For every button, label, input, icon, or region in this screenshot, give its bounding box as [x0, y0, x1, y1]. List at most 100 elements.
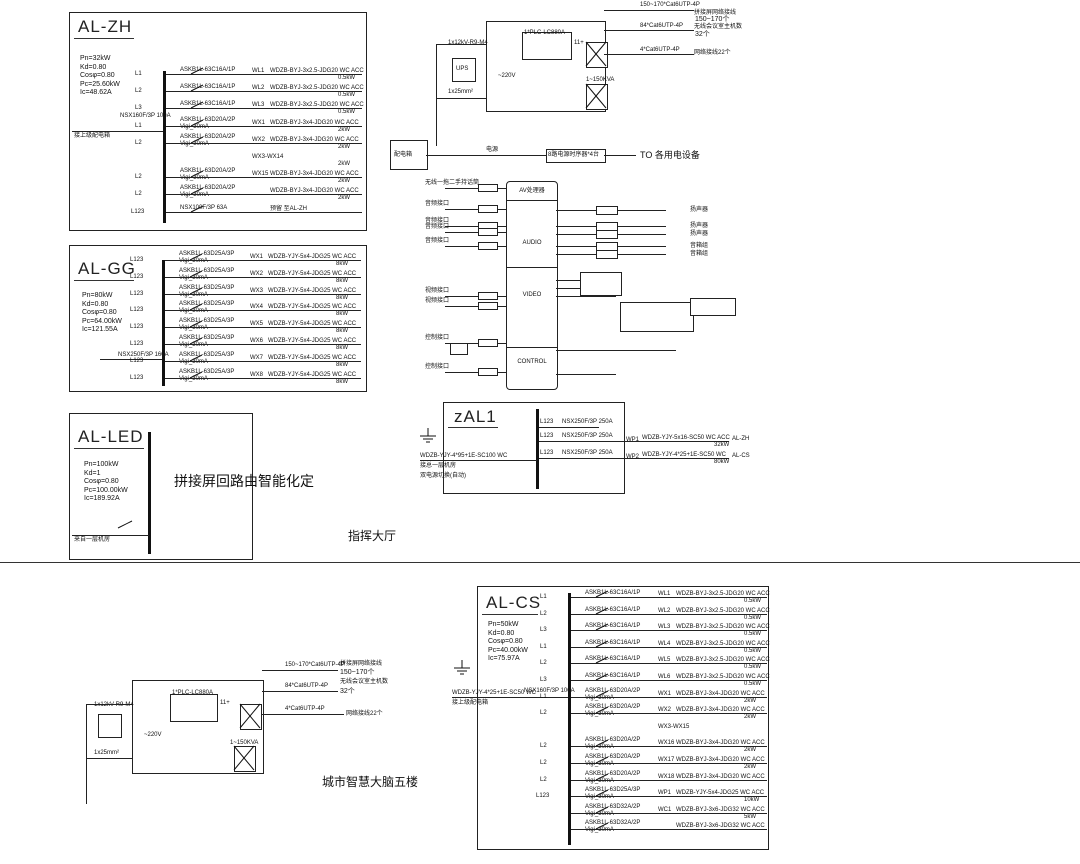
rcd-label: Vigi_30mA [585, 761, 614, 767]
phase-label: L2 [135, 174, 142, 181]
breaker-symbol [595, 607, 609, 615]
title-underline [74, 448, 144, 449]
circuit-line [571, 630, 767, 632]
incoming-note: 双电源切换(自动) [420, 473, 466, 479]
breaker-label: ASKB1L-63D20A/2P [585, 770, 641, 777]
av-input-label: 视频接口 [425, 298, 450, 304]
breaker-label: ASKB1L-63C16A/1P [585, 673, 641, 679]
load-label: 8kW [336, 345, 348, 351]
rcd-label: Vigi_30mA [179, 291, 208, 298]
cable-label: WDZB-BYJ-3x4-JDG20 WC ACC [270, 119, 359, 126]
circuit-id: WP1 [626, 437, 640, 443]
floor-label: 城市智慧大脑五楼 [322, 775, 419, 789]
phase-label: L123 [130, 357, 144, 364]
phase-label: L1 [135, 122, 142, 129]
av-input-label: 控制接口 [425, 364, 450, 370]
load-label: 0.5kW [744, 614, 762, 621]
load-label: 8kW [336, 277, 348, 284]
feed-line [436, 44, 437, 146]
param-line: Kd=0.80 [80, 63, 107, 71]
ups-box [98, 714, 122, 738]
circuit-line [165, 260, 361, 261]
rack-divider [507, 267, 557, 268]
cable-label: WDZB-BYJ-3x2.5-JDG20 WC ACC [270, 68, 364, 74]
phase-label: L1 [540, 693, 547, 700]
breaker-symbol [189, 337, 203, 345]
breaker-label: ASKB1L-63D20A/2P [585, 754, 641, 760]
av-video-line [556, 296, 616, 297]
rcd-label: Vigi_30mA [585, 744, 614, 751]
breaker-label: ASKB1L-63D20A/2P [180, 116, 236, 123]
incoming-cable: WDZB-YJY-4*25+1E-SC50 WC [452, 690, 536, 696]
circuit-line [166, 177, 362, 179]
panel-title: AL-LED [78, 427, 144, 446]
av-input-device [478, 339, 498, 347]
circuit-id: WX15 [252, 171, 269, 178]
circuit-id: WX1 [658, 690, 672, 697]
breaker-symbol [595, 623, 609, 631]
phase-label: L2 [135, 191, 142, 198]
param-line: Pn=80kW [82, 292, 113, 299]
circuit-line [166, 125, 362, 127]
value2: 32个 [340, 688, 355, 695]
cable-label: WDZB-YJY-4*25+1E-SC50 WC [642, 452, 726, 458]
breaker-symbol [595, 590, 609, 598]
cable-label: WDZB-YJY-5x4-JDG25 WC ACC [268, 254, 357, 260]
note-text: 拼接屏回路由智能化定 [174, 474, 314, 490]
circuit-line [571, 713, 767, 715]
load-label: 2kW [744, 764, 756, 770]
label3: 4*Cat6UTP-4P [285, 706, 325, 712]
av-input-label: 控制接口 [425, 335, 450, 341]
breaker-label: ASKB1L-63D25A/3P [179, 251, 235, 257]
av-output-label: 音箱组 [690, 251, 709, 257]
cable-label: WDZB-BYJ-3x4-JDG20 WC ACC [676, 740, 765, 747]
title-underline [448, 427, 498, 428]
circuit-line [571, 680, 767, 681]
circuit-id: WL2 [658, 607, 671, 614]
ac-label: ~220V [144, 732, 162, 738]
breaker-symbol [595, 806, 609, 814]
cable-label: WDZB-YJY-5x4-JDG25 WC ACC [268, 338, 357, 344]
av-input-device [478, 368, 498, 376]
incoming-label: 接上级配电箱 [74, 133, 111, 139]
phase-label: L123 [130, 341, 144, 347]
plc-box [522, 32, 572, 60]
circuit-id: WL1 [252, 68, 265, 74]
breaker-label: ASKB1L-63D20A/2P [180, 168, 236, 175]
hall-label: 指挥大厅 [348, 529, 397, 543]
cable-label: WDZB-YJY-5x4-JDG25 WC ACC [268, 354, 357, 361]
load-label: 2kW [744, 697, 756, 704]
av-input-device [478, 184, 498, 192]
breaker-symbol [190, 67, 204, 75]
feed-line-h [436, 44, 486, 45]
rcd-label: Vigi_30mA [180, 192, 209, 199]
load-label: 0.5kW [744, 664, 762, 671]
breaker-label: ASKB1L-63D25A/3P [179, 284, 235, 291]
load-label: 0.5kW [744, 631, 762, 638]
phase-label: L123 [130, 324, 144, 331]
phase-label: L123 [540, 419, 554, 425]
pdu-cross-2 [585, 83, 607, 109]
param-line: Cosφ=0.80 [84, 478, 119, 486]
busbar [162, 260, 165, 386]
av-input-label: 音频接口 [425, 238, 450, 244]
circuit-id: WX17 [658, 757, 675, 763]
av-input-line [445, 306, 506, 307]
breaker-label: ASKB1L-63C16A/1P [585, 639, 641, 646]
phase-label: L123 [131, 208, 145, 215]
circuit-line [571, 663, 767, 665]
param-line: Pn=50kW [488, 621, 519, 628]
breaker-symbol [190, 84, 204, 92]
circuit-line [571, 613, 767, 615]
load-label: 0.5kW [744, 647, 762, 654]
load-label: 80kW [714, 459, 730, 465]
circuit-line [571, 696, 767, 698]
output-line-1 [262, 670, 338, 671]
rcd-label: Vigi_30mA [179, 375, 208, 382]
breaker-label: ASKB1L-63C16A/1P [585, 656, 641, 663]
circuit-id: WX7 [250, 354, 264, 361]
av-input-line [445, 296, 506, 297]
circuit-line [165, 377, 361, 379]
load-label: 2kW [338, 195, 350, 202]
load-label: 2kW [338, 161, 350, 167]
